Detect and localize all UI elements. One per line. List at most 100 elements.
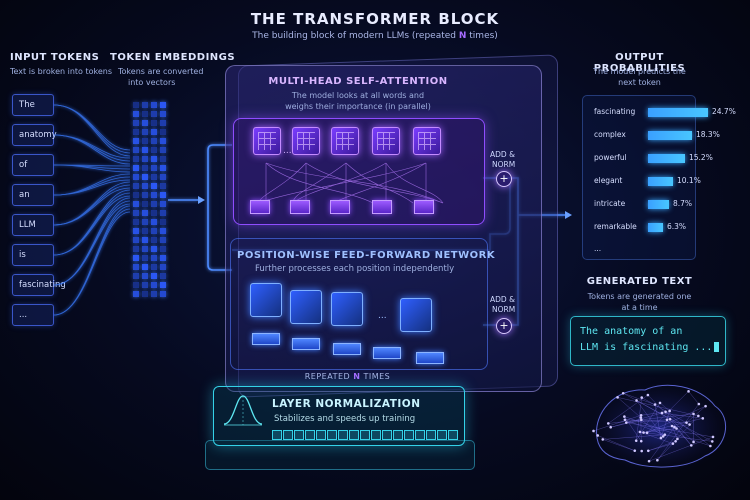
embedding-cell: [133, 282, 139, 288]
embedding-cell: [142, 264, 148, 270]
layer-norm-cell: [283, 430, 293, 440]
layer-norm-cell: [294, 430, 304, 440]
embedding-cell: [142, 255, 148, 261]
attention-value-slab: [372, 200, 392, 214]
embedding-cell: [133, 156, 139, 162]
embedding-cell: [160, 291, 166, 297]
ffn-ellipsis: ...: [378, 311, 387, 321]
layer-norm-cell: [316, 430, 326, 440]
generated-title: GENERATED TEXT: [586, 276, 693, 287]
prob-bar: [648, 131, 692, 140]
token-wire: [53, 187, 131, 226]
embedding-cell: [142, 120, 148, 126]
ffn-neuron-cube: [250, 283, 282, 317]
plus-circle-icon: +: [496, 171, 512, 187]
embedding-cell: [151, 246, 157, 252]
embedding-cell: [160, 165, 166, 171]
page-subtitle: The building block of modern LLMs (repea…: [0, 31, 750, 41]
embedding-cell: [142, 192, 148, 198]
layer-norm-description: Stabilizes and speeds up training: [274, 414, 416, 424]
attention-title: MULTI-HEAD SELF-ATTENTION: [268, 76, 448, 87]
embedding-cell: [151, 156, 157, 162]
embedding-cell: [151, 183, 157, 189]
token-box: LLM: [12, 214, 54, 236]
wire-to-ffn: [207, 200, 232, 271]
layer-norm-cell: [404, 430, 414, 440]
embedding-cell: [133, 138, 139, 144]
embedding-cell: [133, 201, 139, 207]
token-wire: [53, 203, 131, 286]
output-desc-2: next token: [618, 78, 661, 87]
generated-line-1: The anatomy of an: [580, 326, 683, 337]
token-wire: [53, 164, 131, 173]
token-embeddings-title: TOKEN EMBEDDINGS: [110, 52, 236, 63]
attention-desc-2: weighs their importance (in parallel): [285, 102, 431, 111]
input-tokens-title: INPUT TOKENS: [10, 52, 100, 63]
prob-token-label: intricate: [594, 199, 626, 208]
attention-connections: [257, 162, 444, 204]
embedding-cell: [160, 174, 166, 180]
embedding-cell: [133, 120, 139, 126]
text-cursor-icon: [714, 342, 720, 352]
layer-norm-cell: [305, 430, 315, 440]
prob-value: 6.3%: [667, 222, 687, 231]
embedding-cell: [133, 183, 139, 189]
token-wire: [53, 179, 131, 196]
ffn-output-slab: [252, 333, 280, 345]
embedding-cell: [142, 228, 148, 234]
embedding-cell: [142, 138, 148, 144]
attention-value-slab: [330, 200, 350, 214]
layer-norm-cell: [393, 430, 403, 440]
prob-bar: [648, 177, 673, 186]
embedding-cell: [151, 138, 157, 144]
embedding-cell: [133, 210, 139, 216]
ffn-neuron-cube: [331, 292, 363, 326]
attention-value-slab: [414, 200, 434, 214]
prob-token-label: elegant: [594, 176, 623, 185]
token-embeddings-desc-2: into vectors: [128, 78, 176, 87]
embedding-cell: [151, 201, 157, 207]
embedding-cell: [142, 156, 148, 162]
embedding-cell: [133, 228, 139, 234]
embedding-cell: [160, 210, 166, 216]
token-wire: [53, 195, 131, 256]
embedding-cell: [160, 282, 166, 288]
subtitle-n: N: [458, 31, 467, 41]
subtitle-text-post: times): [466, 31, 498, 41]
embedding-cell: [142, 129, 148, 135]
layer-norm-title: LAYER NORMALIZATION: [272, 398, 421, 410]
wire-to-attention: [207, 144, 232, 200]
ffn-output-slab: [333, 343, 361, 355]
token-wire: [53, 208, 131, 316]
token-wire: [53, 197, 131, 286]
embedding-cell: [133, 246, 139, 252]
embedding-cell: [160, 237, 166, 243]
embedding-cell: [160, 102, 166, 108]
prob-value: 18.3%: [696, 130, 720, 139]
embedding-cell: [160, 219, 166, 225]
embedding-cell: [133, 102, 139, 108]
arrow-right-icon: [198, 196, 205, 204]
prob-bar: [648, 154, 685, 163]
prob-token-label: powerful: [594, 153, 627, 162]
embedding-cell: [151, 273, 157, 279]
attention-value-slab: [290, 200, 310, 214]
prob-bar: [648, 108, 708, 117]
arrow-right-icon: [565, 211, 572, 219]
page-title: THE TRANSFORMER BLOCK: [250, 10, 500, 28]
bell-curve-icon: [223, 395, 263, 426]
ffn-description: Further processes each position independ…: [255, 264, 455, 274]
ffn-output-slab: [373, 347, 401, 359]
prob-value: 8.7%: [673, 199, 693, 208]
repeated-pre: REPEATED: [304, 372, 354, 381]
embedding-cell: [142, 111, 148, 117]
embedding-cell: [133, 255, 139, 261]
embedding-cell: [133, 165, 139, 171]
embedding-cell: [142, 165, 148, 171]
token-box: The: [12, 94, 54, 116]
ffn-add-norm-2: NORM: [492, 305, 516, 314]
token-box: is: [12, 244, 54, 266]
attention-head-cube: [292, 127, 320, 155]
embedding-cell: [133, 111, 139, 117]
embedding-cell: [142, 210, 148, 216]
